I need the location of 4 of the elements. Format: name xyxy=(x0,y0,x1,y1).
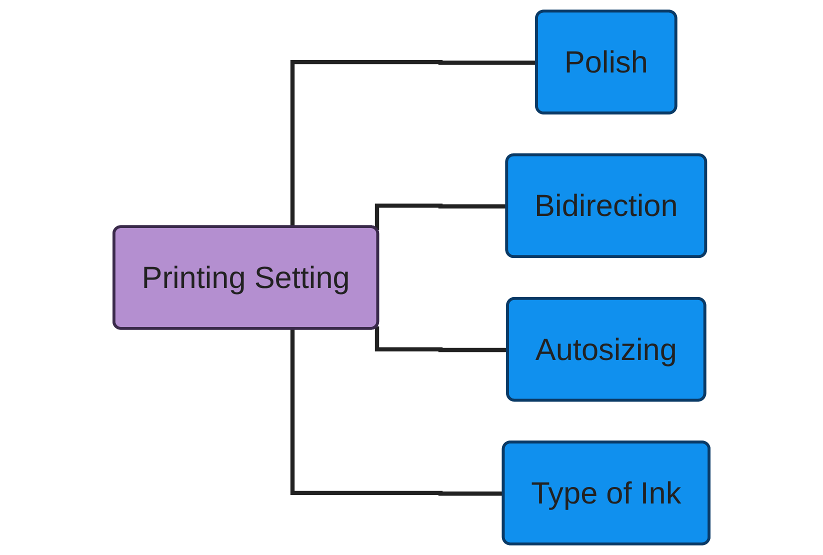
connector xyxy=(290,60,538,228)
connector xyxy=(290,329,504,496)
connector xyxy=(374,204,508,230)
connector xyxy=(374,326,508,352)
